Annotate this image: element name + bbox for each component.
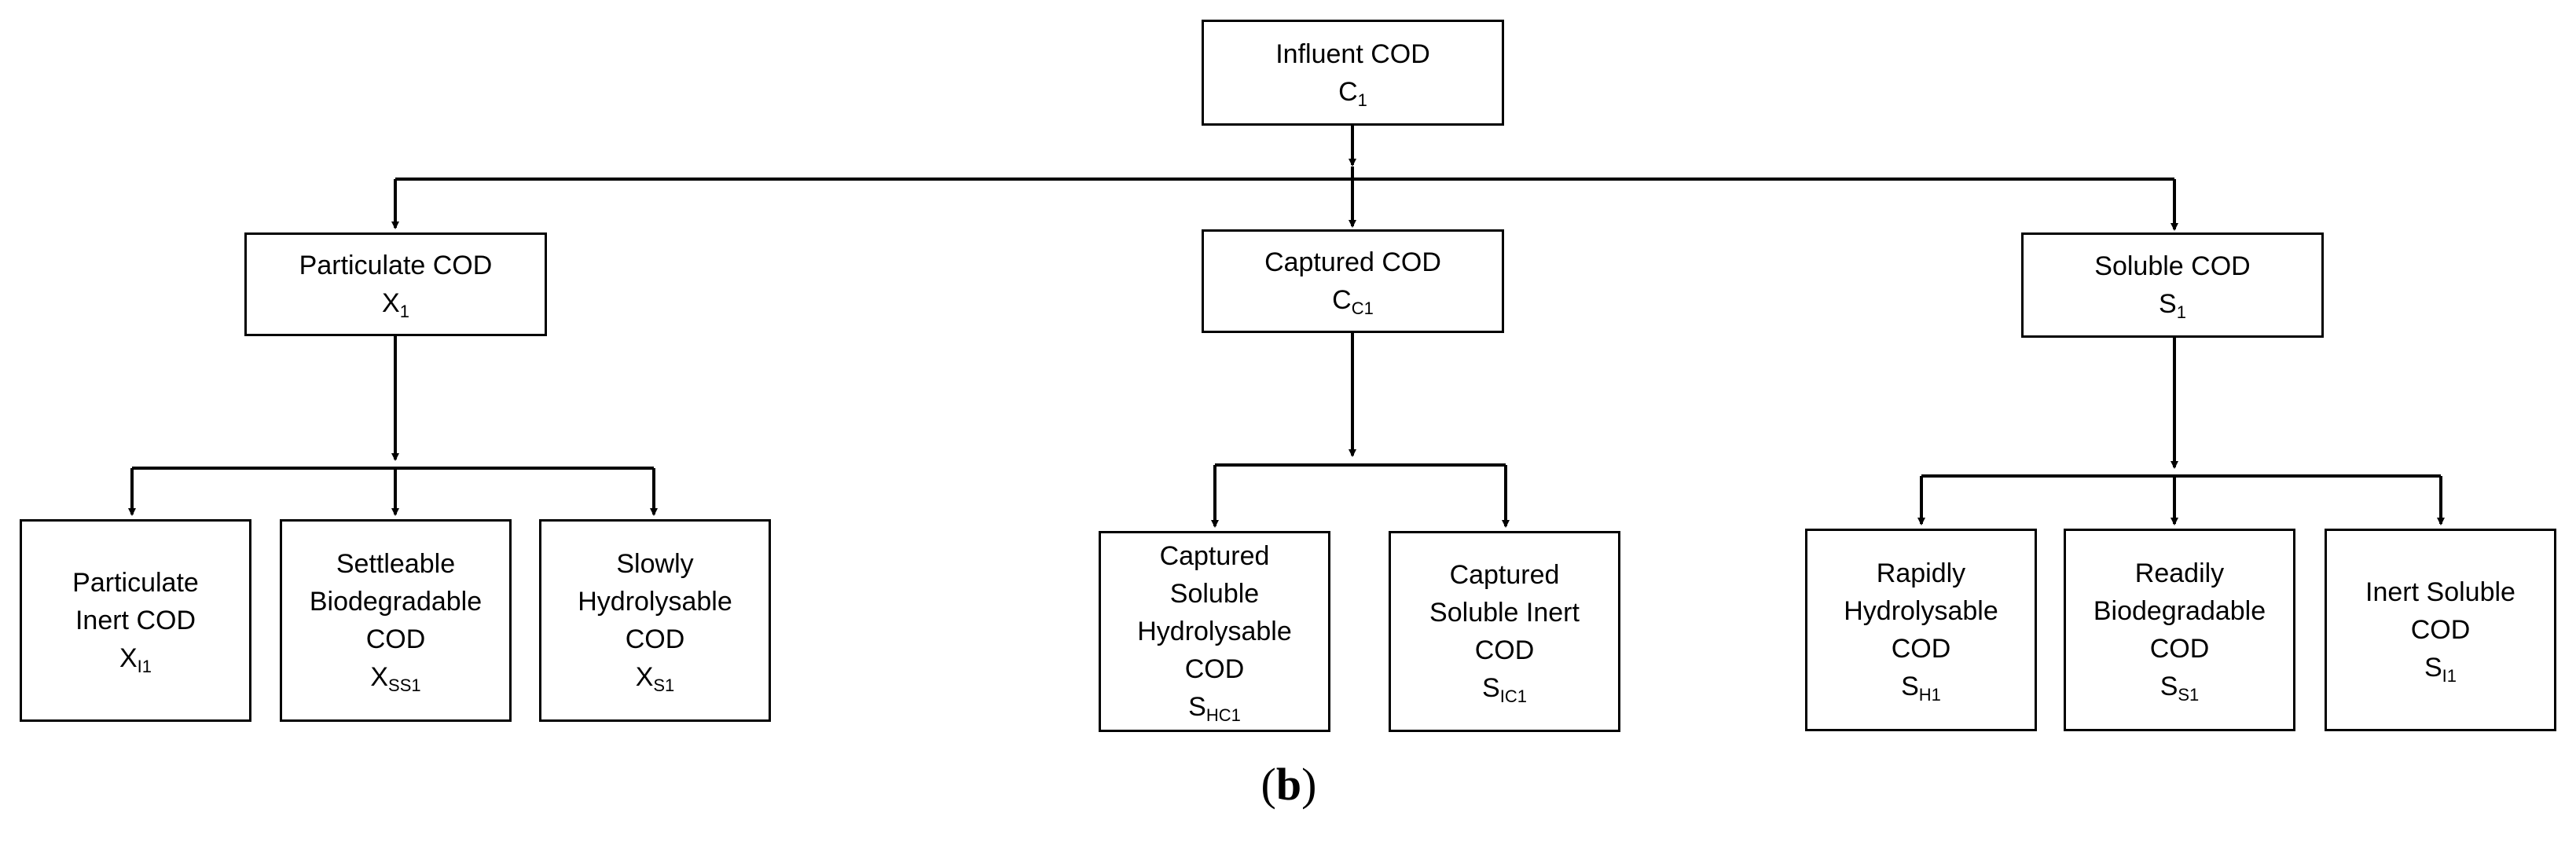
- csh-line1: Captured: [1159, 541, 1270, 571]
- particulate-cod-symbol: X1: [382, 288, 409, 321]
- captured-cod-symbol: CC1: [1332, 285, 1374, 318]
- readily-line3: COD: [2149, 634, 2210, 664]
- readily-biodegradable-cod-box: Readily Biodegradable COD SS1: [2064, 529, 2295, 731]
- particulate-cod-box: Particulate COD X1: [244, 232, 547, 336]
- influent-cod-box: Influent COD C1: [1202, 20, 1504, 126]
- influent-cod-symbol: C1: [1338, 76, 1367, 110]
- particulate-inert-line1: Particulate: [72, 568, 199, 598]
- captured-soluble-inert-cod-box: Captured Soluble Inert COD SIC1: [1389, 531, 1620, 732]
- soluble-cod-box: Soluble COD S1: [2021, 232, 2324, 338]
- captured-cod-label: Captured COD: [1264, 247, 1441, 277]
- slowly-line1: Slowly: [616, 549, 694, 579]
- inert-soluble-cod-box: Inert Soluble COD SI1: [2325, 529, 2556, 731]
- figure-caption: (b): [1260, 759, 1317, 810]
- particulate-inert-line2: Inert COD: [75, 606, 196, 635]
- rapidly-hydrolysable-cod-box: Rapidly Hydrolysable COD SH1: [1805, 529, 2037, 731]
- inert-soluble-symbol: SI1: [2424, 653, 2457, 686]
- particulate-cod-label: Particulate COD: [299, 251, 493, 280]
- settleable-line2: Biodegradable: [309, 587, 483, 617]
- influent-cod-label: Influent COD: [1275, 38, 1430, 69]
- rapidly-symbol: SH1: [1901, 672, 1941, 705]
- csi-line1: Captured: [1449, 560, 1560, 590]
- csi-line3: COD: [1474, 635, 1535, 665]
- settleable-line3: COD: [365, 624, 426, 654]
- csh-symbol: SHC1: [1188, 692, 1241, 725]
- readily-line1: Readily: [2134, 558, 2225, 588]
- csi-line2: Soluble Inert: [1429, 598, 1580, 628]
- slowly-hydrolysable-cod-box: Slowly Hydrolysable COD XS1: [539, 519, 771, 722]
- slowly-symbol: XS1: [635, 662, 675, 695]
- readily-symbol: SS1: [2160, 672, 2200, 705]
- soluble-cod-label: Soluble COD: [2094, 251, 2251, 281]
- slowly-line3: COD: [625, 624, 685, 654]
- inert-soluble-line2: COD: [2410, 615, 2471, 645]
- particulate-inert-symbol: XI1: [119, 643, 152, 676]
- settleable-biodegradable-cod-box: Settleable Biodegradable COD XSS1: [280, 519, 512, 722]
- rapidly-line2: Hydrolysable: [1844, 596, 1998, 626]
- csh-line3: Hydrolysable: [1137, 617, 1292, 646]
- captured-cod-box: Captured COD CC1: [1202, 229, 1504, 333]
- rapidly-line1: Rapidly: [1876, 558, 1966, 588]
- inert-soluble-line1: Inert Soluble: [2365, 577, 2515, 607]
- soluble-cod-symbol: S1: [2159, 289, 2186, 322]
- settleable-line1: Settleable: [336, 549, 456, 579]
- readily-line2: Biodegradable: [2093, 596, 2266, 626]
- settleable-symbol: XSS1: [370, 662, 421, 695]
- csh-line4: COD: [1184, 654, 1245, 684]
- csh-line2: Soluble: [1169, 579, 1260, 609]
- rapidly-line3: COD: [1891, 634, 1951, 664]
- particulate-inert-cod-box: Particulate Inert COD XI1: [20, 519, 251, 722]
- slowly-line2: Hydrolysable: [578, 587, 732, 617]
- csi-symbol: SIC1: [1482, 673, 1527, 706]
- captured-soluble-hydrolysable-cod-box: Captured Soluble Hydrolysable COD SHC1: [1099, 531, 1330, 732]
